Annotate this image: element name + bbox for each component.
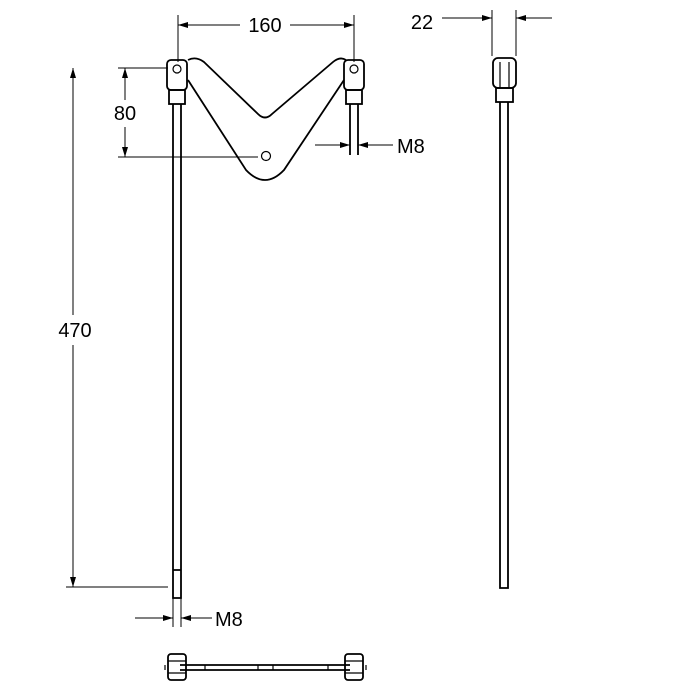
dimension-160: 160	[177, 15, 355, 62]
right-rod-stub	[349, 104, 359, 155]
left-rod	[172, 104, 182, 599]
dimension-label-22: 22	[411, 12, 433, 34]
dimension-m8-bottom: M8	[135, 598, 243, 631]
dimension-m8-right: M8	[315, 136, 425, 158]
side-view	[492, 57, 517, 589]
left-fitting	[166, 59, 188, 105]
bracket-plate	[187, 57, 347, 181]
dimension-label-m8-bottom: M8	[215, 609, 243, 631]
bracket-hole	[260, 150, 272, 162]
dimension-label-80: 80	[114, 103, 136, 125]
dimension-label-m8-right: M8	[397, 136, 425, 158]
dimension-470: 470	[58, 68, 168, 588]
front-view	[166, 57, 365, 599]
dimension-label-470: 470	[58, 320, 91, 342]
dimension-22: 22	[411, 10, 552, 56]
dimension-80: 80	[114, 67, 258, 158]
bottom-view	[164, 653, 367, 681]
dimension-label-160: 160	[248, 15, 281, 37]
right-fitting	[343, 59, 365, 105]
